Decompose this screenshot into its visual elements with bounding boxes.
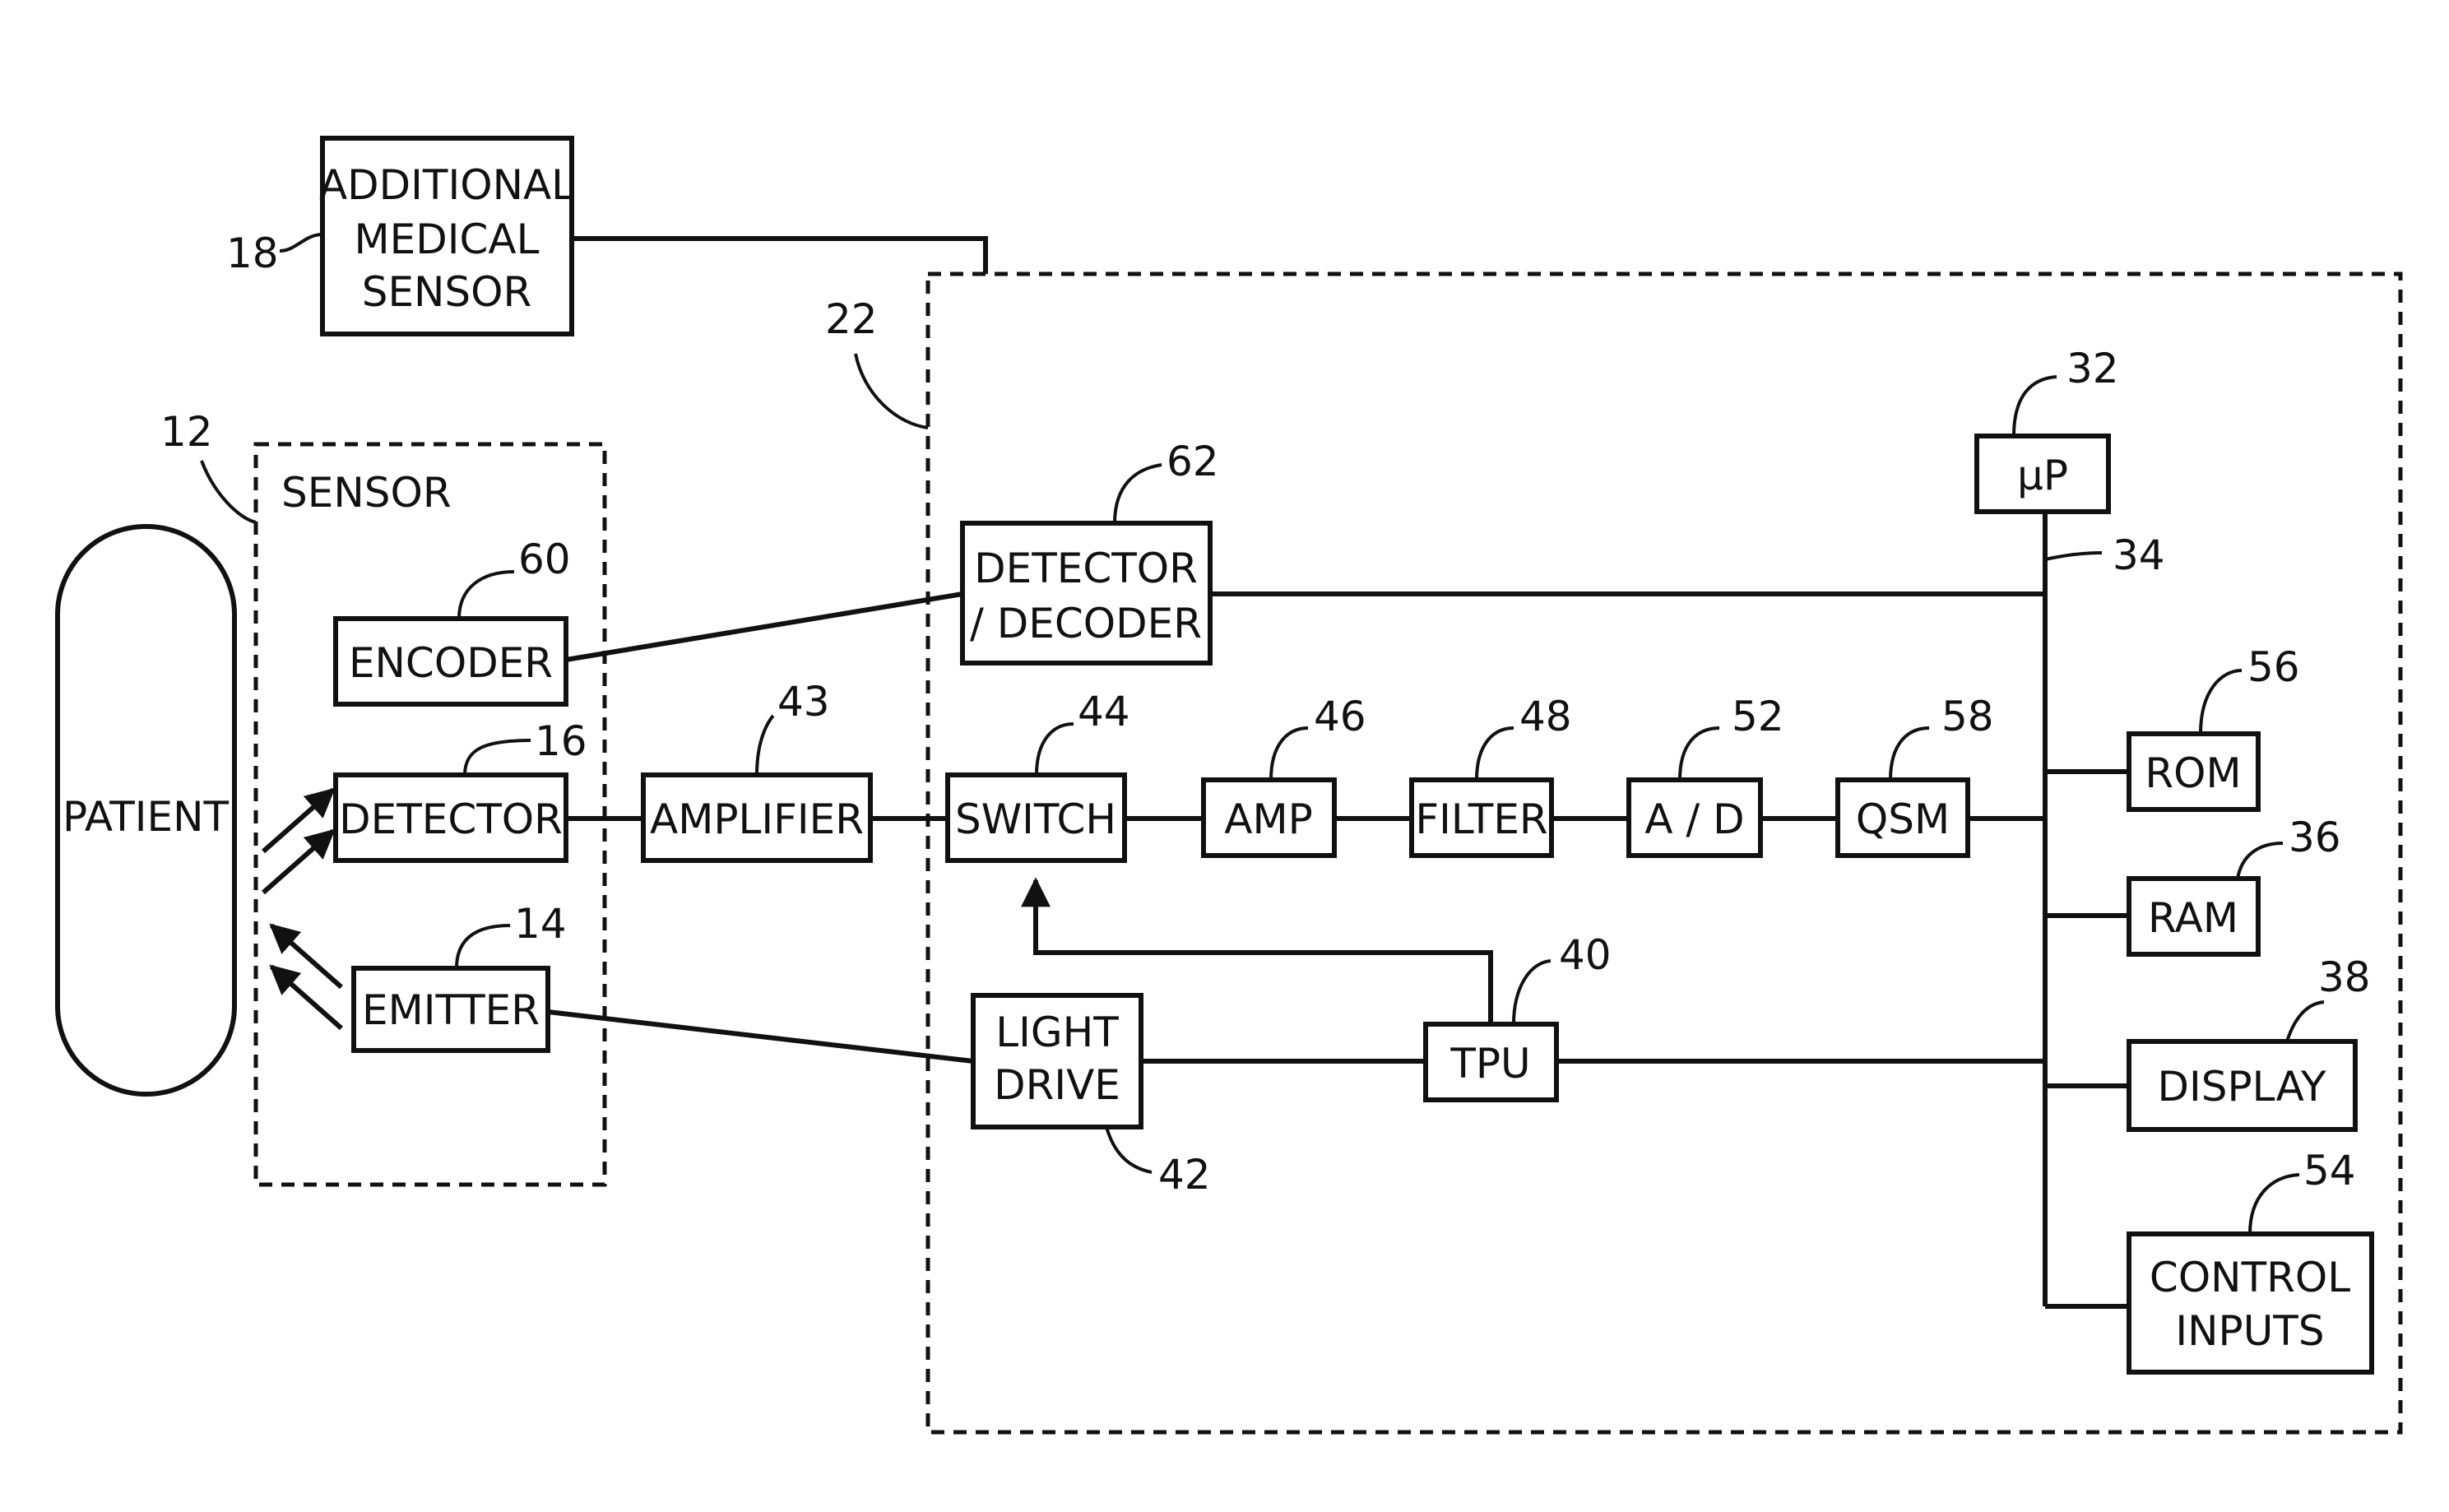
ref-22: 22: [825, 295, 878, 343]
leader-18: [280, 234, 322, 251]
additional-medical-sensor-line-3: SENSOR: [362, 268, 532, 316]
detector-label: DETECTOR: [339, 795, 563, 843]
control-inputs-line-2: INPUTS: [2175, 1307, 2324, 1355]
ref-42: 42: [1158, 1151, 1211, 1199]
wire-additional-sensor-to-monitor: [572, 239, 986, 274]
ref-43: 43: [777, 678, 830, 726]
ref-44: 44: [1078, 688, 1130, 735]
leader-44: [1037, 724, 1074, 775]
leader-22: [856, 354, 928, 428]
leader-40: [1514, 961, 1551, 1024]
light-drive-line-1: LIGHT: [995, 1009, 1119, 1056]
leader-34: [2045, 553, 2102, 559]
leader-46: [1271, 728, 1308, 780]
patient-label: PATIENT: [63, 793, 230, 841]
amplifier-label: AMPLIFIER: [650, 795, 864, 843]
tpu-label: TPU: [1449, 1040, 1530, 1088]
filter-label: FILTER: [1415, 795, 1547, 843]
leader-52: [1680, 728, 1719, 780]
leader-43: [757, 716, 773, 775]
ref-62: 62: [1167, 438, 1219, 485]
ref-40: 40: [1559, 931, 1612, 979]
leader-60: [459, 572, 514, 619]
ref-54: 54: [2303, 1147, 2356, 1194]
additional-medical-sensor-line-2: MEDICAL: [355, 216, 540, 263]
detector-decoder-line-1: DETECTOR: [974, 545, 1198, 592]
ref-56: 56: [2247, 643, 2300, 691]
ref-16: 16: [535, 717, 587, 765]
ref-18: 18: [226, 230, 279, 277]
leader-38: [2287, 1002, 2324, 1041]
leader-56: [2201, 670, 2242, 734]
leader-12: [202, 461, 256, 522]
rom-label: ROM: [2145, 749, 2241, 797]
control-inputs-line-1: CONTROL: [2150, 1254, 2350, 1301]
ref-60: 60: [518, 536, 571, 583]
microprocessor-label: μP: [2017, 452, 2068, 499]
leader-36: [2238, 843, 2283, 879]
amp-label: AMP: [1224, 795, 1313, 843]
leader-62: [1115, 465, 1162, 523]
switch-label: SWITCH: [955, 795, 1116, 843]
leader-32: [2014, 377, 2057, 436]
ref-34: 34: [2113, 531, 2165, 579]
leader-14: [457, 925, 510, 968]
ref-48: 48: [1519, 693, 1572, 740]
ref-52: 52: [1732, 693, 1784, 740]
sensor-title: SENSOR: [281, 469, 452, 517]
leader-58: [1890, 728, 1929, 780]
ref-46: 46: [1314, 693, 1366, 740]
ref-58: 58: [1941, 693, 1994, 740]
ref-38: 38: [2318, 953, 2371, 1001]
leader-48: [1477, 728, 1514, 780]
ref-36: 36: [2289, 814, 2341, 861]
ram-label: RAM: [2148, 894, 2238, 942]
ref-14: 14: [514, 900, 567, 948]
emitter-label: EMITTER: [362, 986, 540, 1034]
encoder-label: ENCODER: [349, 639, 553, 687]
qsm-label: QSM: [1856, 795, 1950, 843]
ad-label: A / D: [1644, 795, 1744, 843]
ref-12: 12: [160, 408, 213, 456]
leader-54: [2250, 1175, 2299, 1234]
leader-42: [1106, 1127, 1152, 1172]
wire-emitter-to-light-drive: [548, 1012, 973, 1061]
ref-32: 32: [2066, 345, 2119, 392]
additional-medical-sensor-line-1: ADDITIONAL: [319, 161, 574, 209]
detector-decoder-line-2: / DECODER: [970, 600, 1202, 647]
leader-16: [465, 740, 531, 775]
light-drive-line-2: DRIVE: [994, 1061, 1120, 1109]
wire-encoder-to-decoder: [566, 594, 962, 660]
display-label: DISPLAY: [2157, 1063, 2326, 1111]
